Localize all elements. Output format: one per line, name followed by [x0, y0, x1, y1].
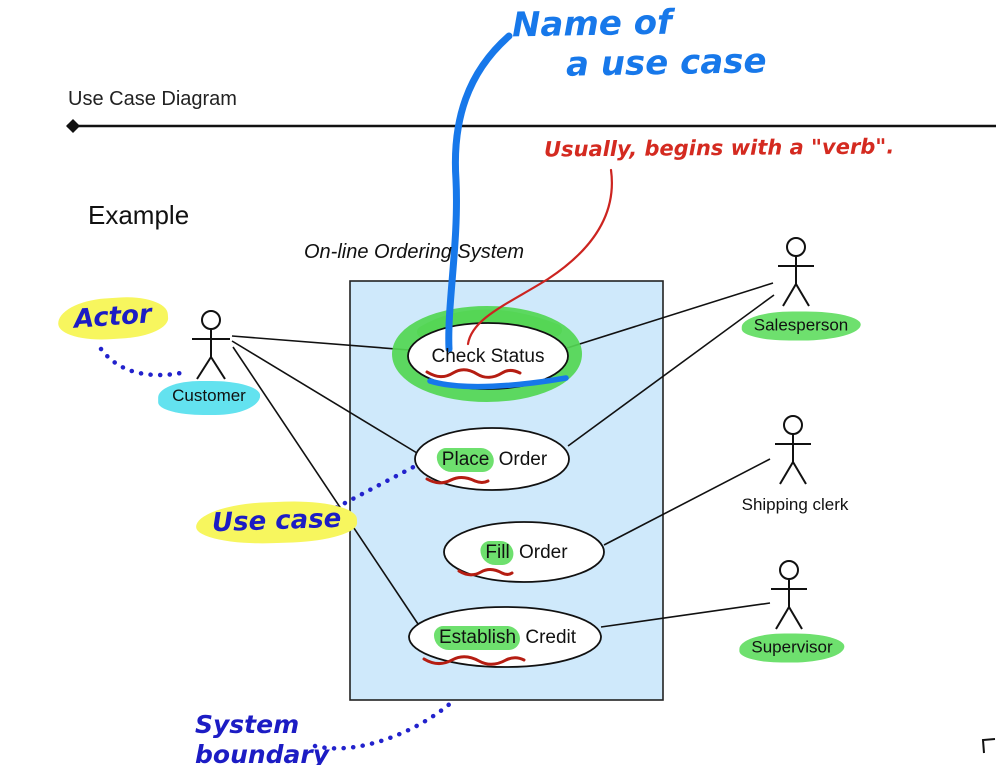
association-lines	[231, 282, 775, 628]
salesperson-head	[786, 237, 806, 257]
red-underline-place	[425, 476, 490, 485]
annotation-system-boundary-line2: boundary	[195, 740, 330, 765]
annotation-system-boundary: System boundary	[195, 710, 375, 765]
red-underline-establish	[422, 655, 526, 666]
annotation-system-boundary-line1: System	[195, 710, 300, 739]
page-title: Use Case Diagram	[68, 88, 237, 110]
actor-label-salesperson: Salesperson	[741, 311, 861, 341]
actor-label-customer: Customer	[158, 381, 260, 415]
system-title: On-line Ordering System	[304, 241, 525, 263]
use-case-label-fill-order: Fill Order	[480, 541, 568, 565]
line-customer-place-order	[231, 340, 418, 454]
blue-underline-check-status	[427, 375, 569, 390]
use-case-label-place-order: Place Order	[436, 448, 548, 472]
line-customer-establish-credit	[232, 346, 421, 628]
line-salesperson-check-status	[566, 282, 774, 349]
actor-customer-figure	[192, 310, 230, 380]
line-salesperson-place-order	[567, 294, 775, 447]
line-shippingclerk-fill-order	[603, 458, 771, 546]
actor-leader-dots	[98, 346, 189, 378]
corner-mark	[981, 738, 996, 754]
red-underline-check	[425, 368, 522, 379]
use-case-highlight-text: Place	[436, 448, 494, 472]
supervisor-head	[779, 560, 799, 580]
use-case-label-check-status: Check Status	[432, 346, 545, 368]
red-underlines	[422, 368, 526, 666]
use-case-label-establish-credit: Establish Credit	[433, 626, 577, 650]
use-case-highlight-text: Establish	[433, 626, 521, 650]
red-pointer-curve	[466, 168, 613, 346]
line-supervisor-establish-credit	[600, 602, 771, 628]
use-case-text: Credit	[520, 627, 577, 648]
line-customer-check-status	[231, 335, 410, 351]
actor-salesperson-figure	[778, 237, 814, 307]
use-case-text: Order	[493, 449, 548, 470]
use-case-text: Check Status	[431, 346, 545, 367]
blue-pointer-curve	[445, 32, 513, 353]
actor-label-shipping-clerk: Shipping clerk	[741, 495, 849, 514]
customer-head	[201, 310, 221, 330]
check-status-green-highlight-top	[417, 309, 562, 338]
annotation-name-of-line1: Name of	[511, 2, 673, 46]
example-heading: Example	[88, 200, 190, 230]
actor-shipping-clerk-figure	[775, 415, 811, 485]
red-underline-fill	[457, 568, 514, 577]
use-case-ellipse-fill-order	[443, 521, 605, 583]
actor-supervisor-figure	[771, 560, 807, 630]
annotation-verb-note: Usually, begins with a "verb".	[543, 134, 895, 162]
header-rule-diamond	[66, 119, 80, 133]
annotation-name-of-line2: a use case	[565, 41, 767, 85]
use-case-text: Order	[513, 542, 568, 563]
actor-label-supervisor: Supervisor	[739, 633, 845, 663]
shipping-clerk-head	[783, 415, 803, 435]
use-case-highlight-text: Fill	[480, 541, 514, 565]
